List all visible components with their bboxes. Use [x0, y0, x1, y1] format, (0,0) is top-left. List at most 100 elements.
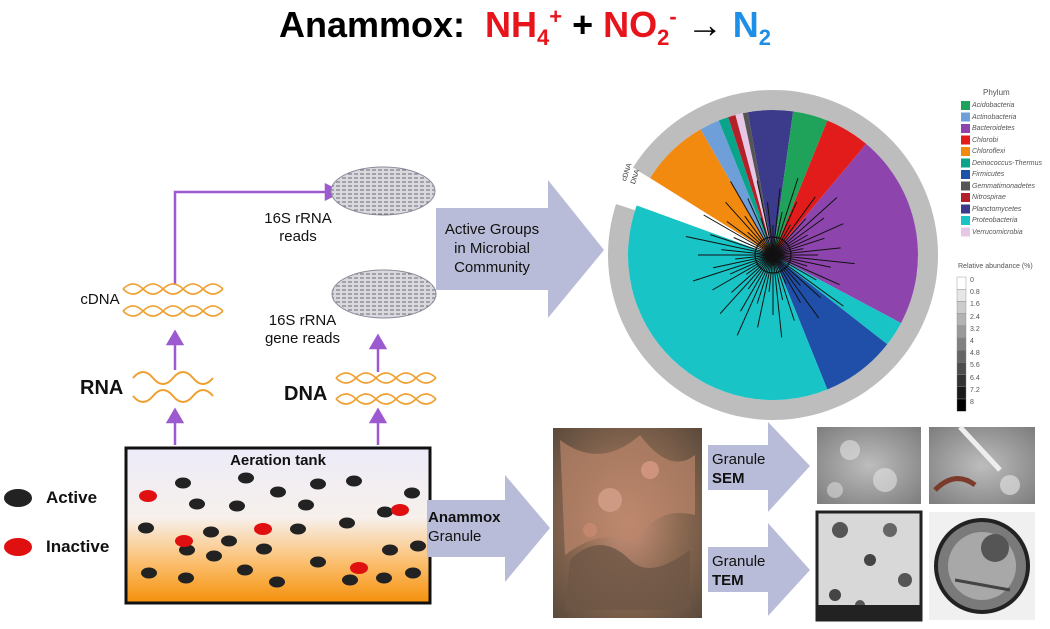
title-prefix: Anammox:	[278, 4, 465, 45]
tree-branch	[719, 254, 774, 315]
flow-lines	[165, 182, 388, 445]
legend-swatch	[961, 193, 970, 202]
aeration-tank-label: Aeration tank	[230, 452, 326, 469]
tree-branch	[772, 247, 841, 256]
scale-tick-label: 0.8	[970, 289, 980, 297]
active-cell	[238, 472, 254, 484]
tree-branch	[713, 254, 774, 269]
tree-branch	[756, 254, 774, 304]
ammonium-term: NH4+	[485, 4, 563, 51]
tree-branch	[772, 254, 783, 338]
legend-swatch	[961, 227, 970, 237]
tree-branch	[747, 254, 774, 290]
scale-cell	[956, 398, 967, 412]
tree-branch	[772, 254, 795, 321]
rrna-reads-label: 16S rRNA reads	[264, 210, 332, 245]
rna-label: RNA	[80, 377, 124, 399]
tree-branch	[772, 254, 801, 286]
tree-branch	[735, 254, 774, 260]
tree-branch	[712, 254, 774, 291]
wedge-proteobacteria	[627, 205, 828, 401]
scale-cell	[956, 289, 967, 302]
scale-cell	[956, 337, 967, 351]
granule-sem-text: Granule SEM	[712, 451, 766, 487]
active-cell	[237, 564, 253, 576]
active-cell	[178, 572, 194, 584]
wedge-firmicutes	[773, 255, 888, 390]
tree-branch	[772, 254, 821, 299]
scale-cell	[956, 313, 967, 327]
tree-branch	[772, 218, 807, 256]
legend-swatch	[961, 124, 970, 133]
tree-branch	[733, 237, 774, 256]
tree-branch	[736, 254, 774, 336]
tree-branch	[710, 234, 774, 256]
active-cell	[269, 576, 285, 588]
tree-branch	[772, 237, 825, 256]
scale-tick-label: 8	[970, 398, 974, 406]
inactive-cell	[254, 523, 272, 535]
tree-branch	[772, 248, 804, 256]
active-cell	[377, 506, 393, 518]
plus-sign: +	[572, 4, 594, 45]
legend-item: Verrucomicrobia	[972, 228, 1023, 236]
active-cell	[310, 556, 326, 568]
legend-swatch	[961, 135, 970, 145]
legend-swatch	[961, 181, 970, 191]
wedge-planctomycetes	[747, 109, 794, 255]
active-cell	[290, 523, 306, 535]
active-cell	[405, 567, 421, 579]
anammox-granule-photo	[553, 428, 702, 618]
tree-branch	[772, 177, 799, 256]
legend-swatch	[961, 158, 970, 168]
active-groups-text: Active Groups in Microbial Community	[444, 221, 540, 276]
active-cell	[382, 544, 398, 556]
active-cell	[339, 517, 355, 529]
scale-cell	[956, 386, 967, 400]
reaction-arrow: →	[686, 4, 723, 45]
tree-branch	[772, 254, 855, 265]
granule-tem-text: Granule TEM	[712, 553, 766, 589]
active-cell	[141, 567, 157, 579]
tree-branch	[772, 196, 816, 256]
wedge-acidobacteria	[773, 111, 828, 255]
legend-item: Chloroflexi	[972, 148, 1006, 155]
tree-branch	[772, 254, 840, 286]
scale-cell	[956, 362, 967, 375]
active-cell	[346, 475, 362, 487]
sem-image-2	[929, 425, 1035, 504]
tree-branch	[740, 254, 774, 312]
anammox-granule-text: Anammox Granule	[428, 509, 501, 545]
wedge-bacteroidetes	[773, 143, 919, 324]
active-cell	[138, 522, 154, 534]
tem-image-2	[929, 512, 1035, 620]
phylum-legend	[961, 101, 970, 237]
tree-branch	[772, 223, 844, 256]
tree-branch	[685, 236, 774, 256]
dna-helix	[335, 372, 437, 405]
legend-item: Bacteroidetes	[972, 125, 1015, 132]
legend-item: Actinobacteria	[972, 113, 1017, 121]
nitrogen-term: N2	[732, 4, 772, 51]
active-cell	[189, 498, 205, 510]
legend-swatch	[961, 101, 970, 110]
legend-item: Acidobacteria	[972, 102, 1015, 109]
anammox-granule-arrow	[427, 475, 550, 582]
active-cell-icon	[4, 489, 32, 507]
legend-item: Chlorobi	[972, 136, 999, 144]
rrna-gene-reads-oval	[331, 269, 437, 319]
sem-arrow	[708, 422, 810, 512]
tree-branch	[772, 254, 787, 285]
active-cell	[206, 550, 222, 562]
tree-branch	[726, 221, 774, 256]
tree-branch	[692, 254, 774, 282]
inactive-cell	[139, 490, 157, 502]
wedge-deinococcus-thermus	[718, 117, 773, 255]
tem-arrow	[708, 523, 810, 616]
inactive-cell-icon	[4, 538, 32, 556]
scale-tick-label: 7.2	[970, 386, 980, 394]
rrna-gene-reads-label: 16S rRNA gene reads	[264, 312, 341, 347]
